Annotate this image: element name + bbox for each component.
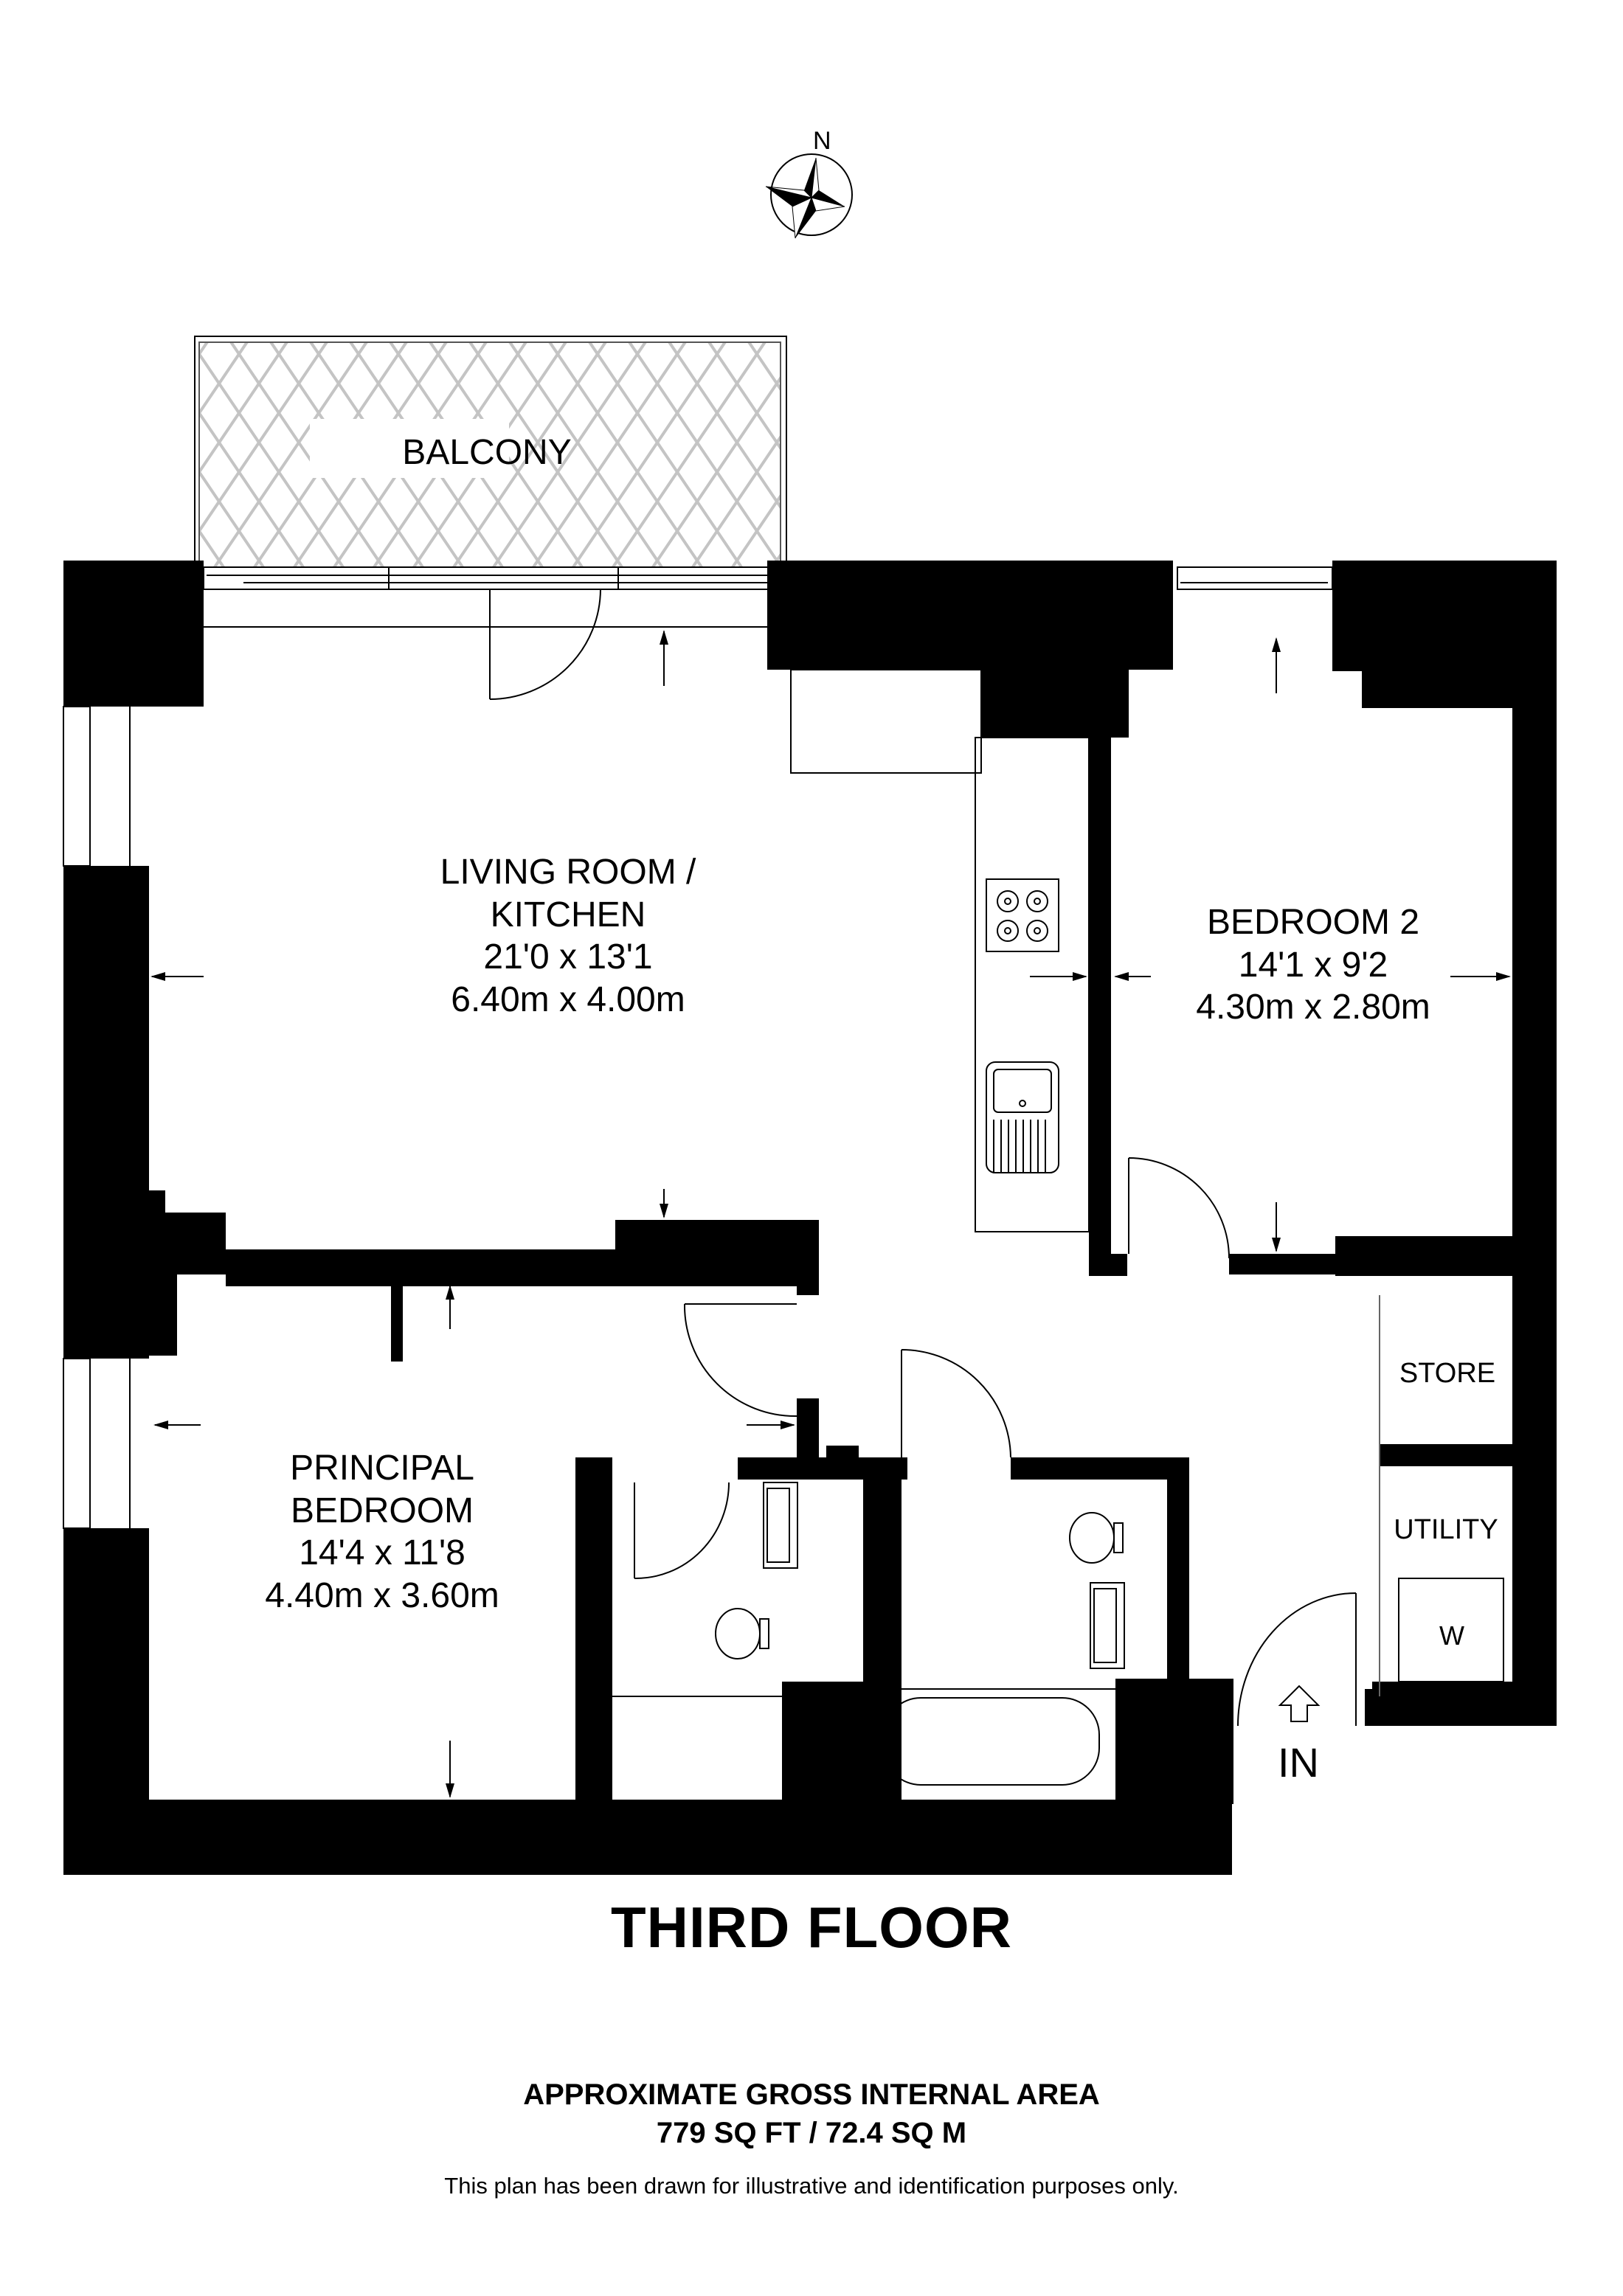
balcony-label: BALCONY [402, 433, 572, 472]
washer-label: W [1439, 1620, 1464, 1651]
entrance-arrow-icon [1278, 1685, 1321, 1722]
room-store: STORE [1399, 1358, 1496, 1389]
walls [63, 561, 1557, 1875]
kitchen-counter [790, 669, 1090, 1232]
window-frames [63, 566, 1333, 1529]
room-bedroom-2: BEDROOM 2 14'1 x 9'2 4.30m x 2.80m [1196, 903, 1430, 1027]
room-living-kitchen: LIVING ROOM / KITCHEN 21'0 x 13'1 6.40m … [440, 853, 696, 1019]
area-title: APPROXIMATE GROSS INTERNAL AREA [523, 2078, 1100, 2111]
bathroom-fixtures [598, 1482, 1125, 1786]
north-label: N [813, 127, 831, 155]
washer-box [1398, 1578, 1504, 1682]
room-utility: UTILITY [1394, 1514, 1498, 1545]
floor-title: THIRD FLOOR [611, 1895, 1012, 1960]
dimension-arrows [150, 630, 1511, 1798]
doors [489, 589, 1380, 1727]
room-principal-bedroom: PRINCIPAL BEDROOM 14'4 x 11'8 4.40m x 3.… [265, 1449, 499, 1615]
disclaimer: This plan has been drawn for illustrativ… [444, 2173, 1179, 2199]
entrance-label: IN [1278, 1739, 1319, 1786]
area-value: 779 SQ FT / 72.4 SQ M [656, 2117, 967, 2149]
balcony-area [194, 336, 787, 568]
north-compass-icon [765, 153, 853, 239]
